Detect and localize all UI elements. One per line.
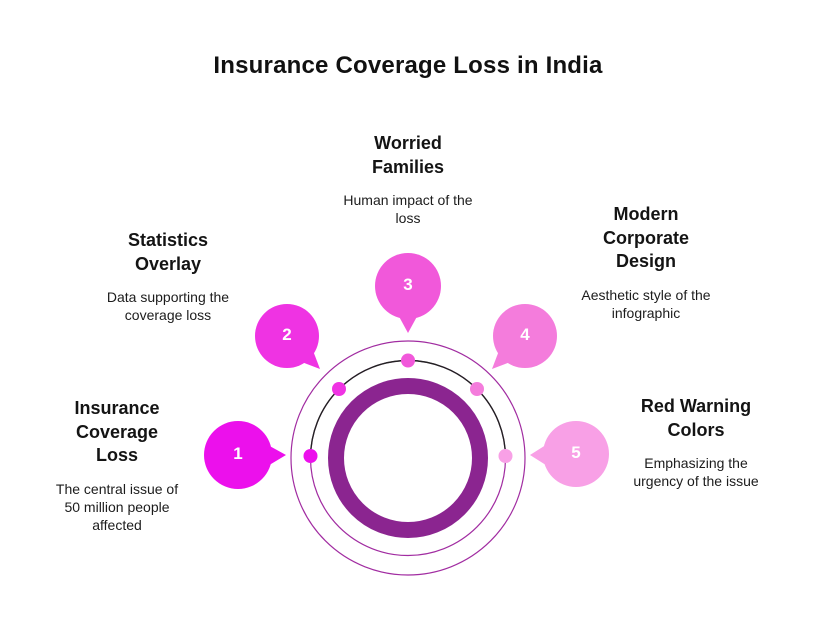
section-modern-corporate-design: Modern Corporate Design Aesthetic style … — [546, 203, 746, 322]
section-2-label: Statistics Overlay — [127, 230, 209, 274]
section-4-description: Aesthetic style of the infographic — [581, 286, 711, 321]
section-2-description: Data supporting the coverage loss — [106, 289, 230, 324]
bubble-5 — [543, 421, 609, 487]
anchor-dot-1 — [303, 449, 318, 463]
core-ring — [328, 378, 488, 538]
section-worried-families: Worried Families Human impact of the los… — [308, 132, 508, 228]
bubble-2 — [255, 304, 319, 368]
outer-ring — [290, 340, 526, 576]
anchor-dot-3 — [401, 353, 415, 368]
section-5-description: Emphasizing the urgency of the issue — [633, 455, 759, 490]
anchor-dot-5 — [498, 449, 513, 463]
section-statistics-overlay: Statistics Overlay Data supporting the c… — [68, 229, 268, 325]
anchor-dot-2 — [332, 382, 346, 396]
section-1-label: Insurance Coverage Loss — [74, 398, 160, 465]
section-5-label: Red Warning Colors — [640, 396, 752, 440]
section-4-label: Modern Corporate Design — [602, 204, 689, 271]
section-3-description: Human impact of the loss — [343, 192, 473, 227]
bubble-3 — [375, 253, 441, 319]
section-3-label: Worried Families — [371, 133, 445, 177]
bubble-4 — [493, 304, 557, 368]
anchor-dot-4 — [470, 382, 484, 396]
page-title: Insurance Coverage Loss in India — [213, 52, 603, 79]
bubble-1 — [204, 421, 272, 489]
section-1-description: The central issue of 50 million people a… — [55, 480, 179, 534]
section-insurance-coverage-loss: Insurance Coverage Loss The central issu… — [17, 397, 217, 534]
section-red-warning-colors: Red Warning Colors Emphasizing the urgen… — [596, 395, 796, 491]
